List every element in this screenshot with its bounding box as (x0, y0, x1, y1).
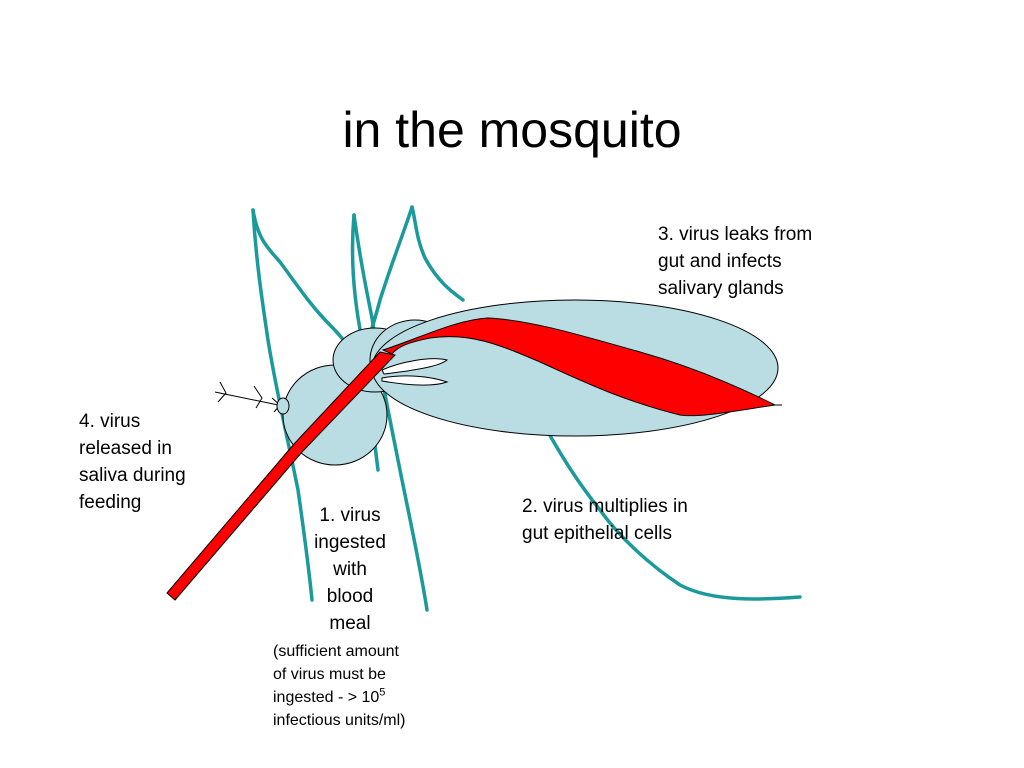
salivary-gland (381, 358, 449, 375)
virus-gut (381, 317, 777, 417)
label-step3: 3. virus leaks from gut and infects sali… (658, 224, 813, 299)
label-step4: 4. virus released in saliva during feedi… (79, 411, 186, 513)
antenna (214, 391, 289, 408)
exponent: 5 (379, 686, 386, 699)
slide-title: in the mosquito (342, 102, 682, 158)
label-step2: 2. virus multiplies in gut epithelial ce… (522, 496, 688, 544)
salivary-gland (381, 375, 449, 386)
label-step1: 1. virus ingested with blood meal (314, 505, 386, 634)
dose-note: (sufficient amount of virus must be inge… (273, 643, 406, 729)
mosquito-leg (546, 430, 802, 601)
mosquito-leg (410, 205, 465, 302)
proboscis (166, 351, 396, 601)
antenna-base (276, 397, 290, 415)
mosquito-leg (352, 213, 429, 612)
